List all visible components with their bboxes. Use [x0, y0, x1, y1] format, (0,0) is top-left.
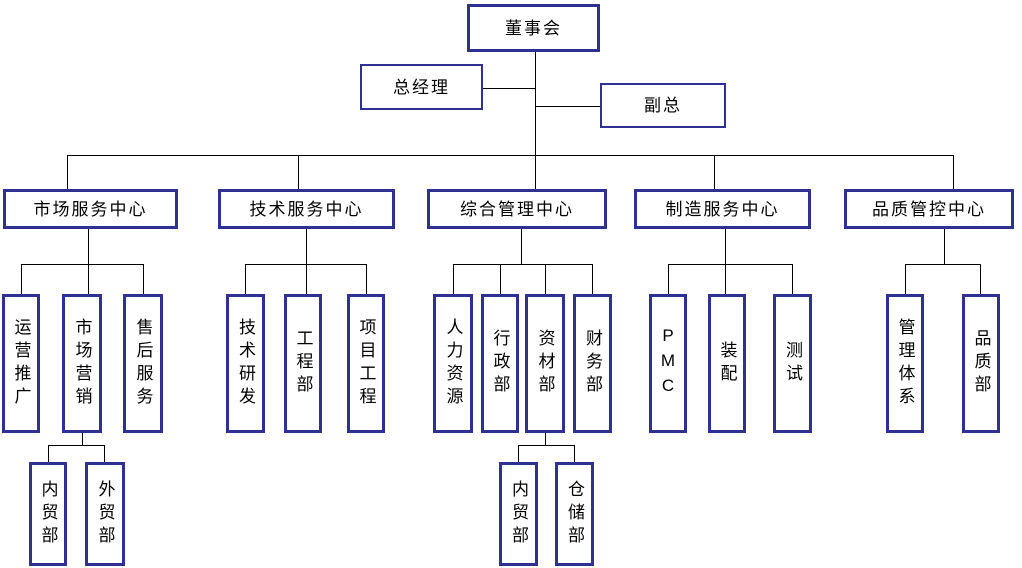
node-label: 运营推广 [11, 317, 31, 410]
node-management-system: 管理体系 [886, 294, 924, 433]
node-domestic-trade-dept: 内贸部 [29, 462, 67, 566]
node-tech-service-center: 技术服务中心 [218, 189, 395, 229]
node-label: 内贸部 [38, 479, 58, 549]
node-tech-rd: 技术研发 [226, 294, 265, 433]
node-label: 外贸部 [95, 479, 115, 549]
node-label: 品质部 [971, 329, 991, 398]
node-label: 测试 [783, 340, 802, 387]
node-label: 仓储部 [565, 479, 584, 549]
node-project-engineering: 项目工程 [347, 294, 385, 433]
node-quality-control-center: 品质管控中心 [844, 189, 1014, 229]
node-finance-dept: 财务部 [573, 294, 612, 433]
node-after-sales-service: 售后服务 [123, 294, 163, 433]
node-admin-dept: 行政部 [481, 294, 519, 433]
node-general-manager: 总经理 [360, 64, 483, 110]
node-label: 行政部 [490, 329, 510, 398]
node-label: 市场营销 [72, 317, 92, 410]
node-label: 技术研发 [236, 317, 255, 410]
node-label: 装配 [717, 340, 737, 387]
node-label: 工程部 [293, 329, 313, 398]
node-board: 董事会 [467, 4, 600, 52]
node-market-service-center: 市场服务中心 [3, 189, 178, 229]
node-materials-dept: 资材部 [525, 294, 565, 433]
node-label: 资材部 [535, 329, 555, 398]
node-pmc: PMC [649, 294, 687, 433]
node-general-admin-center: 综合管理中心 [427, 189, 607, 229]
node-warehouse-dept: 仓储部 [555, 462, 594, 566]
node-human-resources: 人力资源 [433, 294, 473, 433]
node-label: 售后服务 [133, 317, 153, 410]
node-label: PMC [658, 326, 678, 401]
node-label: 财务部 [583, 329, 602, 398]
node-quality-dept: 品质部 [962, 294, 1000, 433]
node-marketing: 市场营销 [62, 294, 102, 433]
node-label: 内贸部 [509, 479, 528, 549]
node-label: 项目工程 [356, 317, 376, 410]
node-operations-promotion: 运营推广 [2, 294, 40, 433]
node-deputy-general-manager: 副总 [600, 83, 726, 128]
node-foreign-trade-dept: 外贸部 [85, 462, 125, 566]
node-label: 管理体系 [895, 317, 915, 410]
node-label: 人力资源 [443, 317, 463, 410]
node-assembly: 装配 [708, 294, 746, 433]
node-domestic-trade-dept-2: 内贸部 [499, 462, 538, 566]
node-testing: 测试 [773, 294, 812, 433]
node-manufacturing-service-center: 制造服务中心 [634, 189, 811, 229]
node-engineering-dept: 工程部 [284, 294, 322, 433]
